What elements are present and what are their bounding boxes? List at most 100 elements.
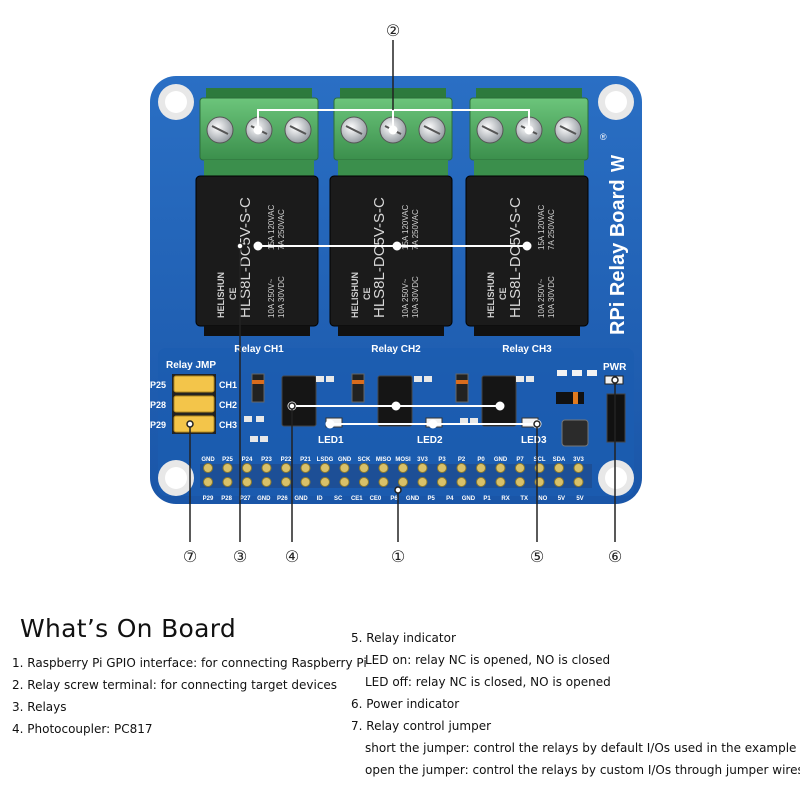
pointer-dot: [392, 241, 402, 251]
gpio-top-label: MISO: [376, 457, 392, 463]
gpio-top-label: SCK: [358, 457, 371, 463]
gpio-bottom-label: GND: [294, 496, 308, 502]
callout-dot: [611, 376, 619, 384]
callout-4: ④: [285, 547, 299, 566]
legend-item-3: 3. Relays: [12, 700, 67, 714]
gpio-bottom-label: CE0: [370, 496, 382, 502]
jumper-title: Relay JMP: [166, 360, 216, 371]
jumper-pin-label: P28: [150, 400, 166, 410]
callout-dot: [288, 402, 296, 410]
relay-brand-text: HELISHUN: [216, 272, 226, 318]
pointer-dot: [325, 419, 335, 429]
relay-rating-text: 10A 30VDC: [277, 276, 286, 318]
gpio-top-label: LSDG: [317, 457, 334, 463]
photocoupler-3: [481, 375, 517, 427]
gpio-bottom-label: 5V: [576, 496, 583, 502]
registered-mark: ®: [600, 132, 607, 142]
gpio-top-label: P23: [261, 457, 272, 463]
relay-rating-text: 10A 250V~: [401, 278, 410, 318]
gpio-bottom-label: P4: [446, 496, 454, 502]
callout-3: ③: [233, 547, 247, 566]
gpio-bottom-label: P28: [221, 496, 232, 502]
gpio-bottom-label: CE1: [351, 496, 363, 502]
callout-dot: [236, 242, 244, 250]
relay-rating-text: 10A 30VDC: [411, 276, 420, 318]
pointer-dot: [495, 401, 505, 411]
legend-item-7-short: short the jumper: control the relays by …: [365, 741, 800, 755]
led2-label: LED2: [417, 435, 443, 446]
flyback-diode-1: [251, 373, 265, 403]
gpio-bottom-label: SC: [334, 496, 343, 502]
gpio-bottom-label: ID: [317, 496, 324, 502]
gpio-bottom-label: GND: [406, 496, 420, 502]
flyback-diode-3: [455, 373, 469, 403]
relay-rating-text: 15A 120VAC: [267, 205, 276, 250]
gpio-top-label: 3V3: [573, 457, 584, 463]
screw-terminal-ch3: [469, 88, 589, 176]
diode-band: [573, 392, 578, 404]
pointer-dot: [428, 419, 438, 429]
relay-rating-text: 10A 250V~: [537, 278, 546, 318]
gpio-top-label: P24: [242, 457, 253, 463]
relay-ce-mark: CE: [498, 287, 508, 300]
relay-brand-text: HELISHUN: [350, 272, 360, 318]
flyback-diode-2: [351, 373, 365, 403]
pointer-dot: [388, 125, 398, 135]
relay-label-ch2: Relay CH2: [371, 344, 421, 355]
led1-label: LED1: [318, 435, 344, 446]
relay-model-text: HLS8L-DC5V-S-C: [371, 197, 388, 318]
legend-item-5: 5. Relay indicator: [351, 631, 456, 645]
legend-item-1: 1. Raspberry Pi GPIO interface: for conn…: [12, 656, 367, 670]
legend-item-7: 7. Relay control jumper: [351, 719, 492, 733]
brand-logo: W: [608, 155, 628, 172]
screw-terminal-ch1: [199, 88, 319, 176]
jumper-pin-label: P25: [150, 380, 166, 390]
gpio-top-label: 3V3: [417, 457, 428, 463]
gpio-top-label: P21: [300, 457, 311, 463]
gpio-bottom-label: P29: [203, 496, 214, 502]
gpio-top-label: P0: [477, 457, 485, 463]
relay-jumper-block[interactable]: [172, 374, 216, 434]
gpio-top-label: MOSI: [395, 457, 411, 463]
relay-rating-text: 10A 30VDC: [547, 276, 556, 318]
relay-model-text: HLS8L-DC5V-S-C: [507, 197, 524, 318]
legend-item-4: 4. Photocoupler: PC817: [12, 722, 153, 736]
legend-title: What’s On Board: [20, 614, 237, 643]
smd-components: [244, 376, 534, 442]
legend-item-2: 2. Relay screw terminal: for connecting …: [12, 678, 338, 692]
jumper-channel-label: CH1: [219, 380, 237, 390]
gpio-bottom-label: P5: [428, 496, 436, 502]
relay-model-text: HLS8L-DC5V-S-C: [237, 197, 254, 318]
relay-rating-text: 10A 250V~: [267, 278, 276, 318]
reset-chip: [561, 419, 589, 447]
relay-ce-mark: CE: [362, 287, 372, 300]
callout-dot: [186, 420, 194, 428]
gpio-top-label: P22: [281, 457, 292, 463]
callout-dot: [394, 486, 402, 494]
pointer-dot: [522, 241, 532, 251]
legend-left-list: 1. Raspberry Pi GPIO interface: for conn…: [12, 652, 367, 740]
photocoupler-1: [281, 375, 317, 427]
relay-label-ch1: Relay CH1: [234, 344, 284, 355]
jumper-pin-label: P29: [150, 420, 166, 430]
gpio-top-label: SCL: [534, 457, 546, 463]
jumper-channel-label: CH2: [219, 400, 237, 410]
led3-label: LED3: [521, 435, 547, 446]
photocoupler-2: [377, 375, 413, 427]
legend-item-5-led-off: LED off: relay NC is closed, NO is opene…: [365, 675, 611, 689]
legend-item-7-open: open the jumper: control the relays by c…: [365, 763, 800, 777]
gpio-bottom-label: GND: [257, 496, 271, 502]
gpio-top-label: GND: [201, 457, 215, 463]
gpio-bottom-label: GND: [462, 496, 476, 502]
gpio-bottom-label: P27: [240, 496, 251, 502]
gpio-bottom-label: P26: [277, 496, 288, 502]
gpio-bottom-label: P1: [483, 496, 491, 502]
gpio-header: [200, 463, 592, 488]
callout-5: ⑤: [530, 547, 544, 566]
pointer-dot: [253, 125, 263, 135]
gpio-bottom-label: 5V: [558, 496, 565, 502]
pointer-dot: [253, 241, 263, 251]
smd-parts: [557, 370, 597, 376]
gpio-top-label: GND: [494, 457, 508, 463]
